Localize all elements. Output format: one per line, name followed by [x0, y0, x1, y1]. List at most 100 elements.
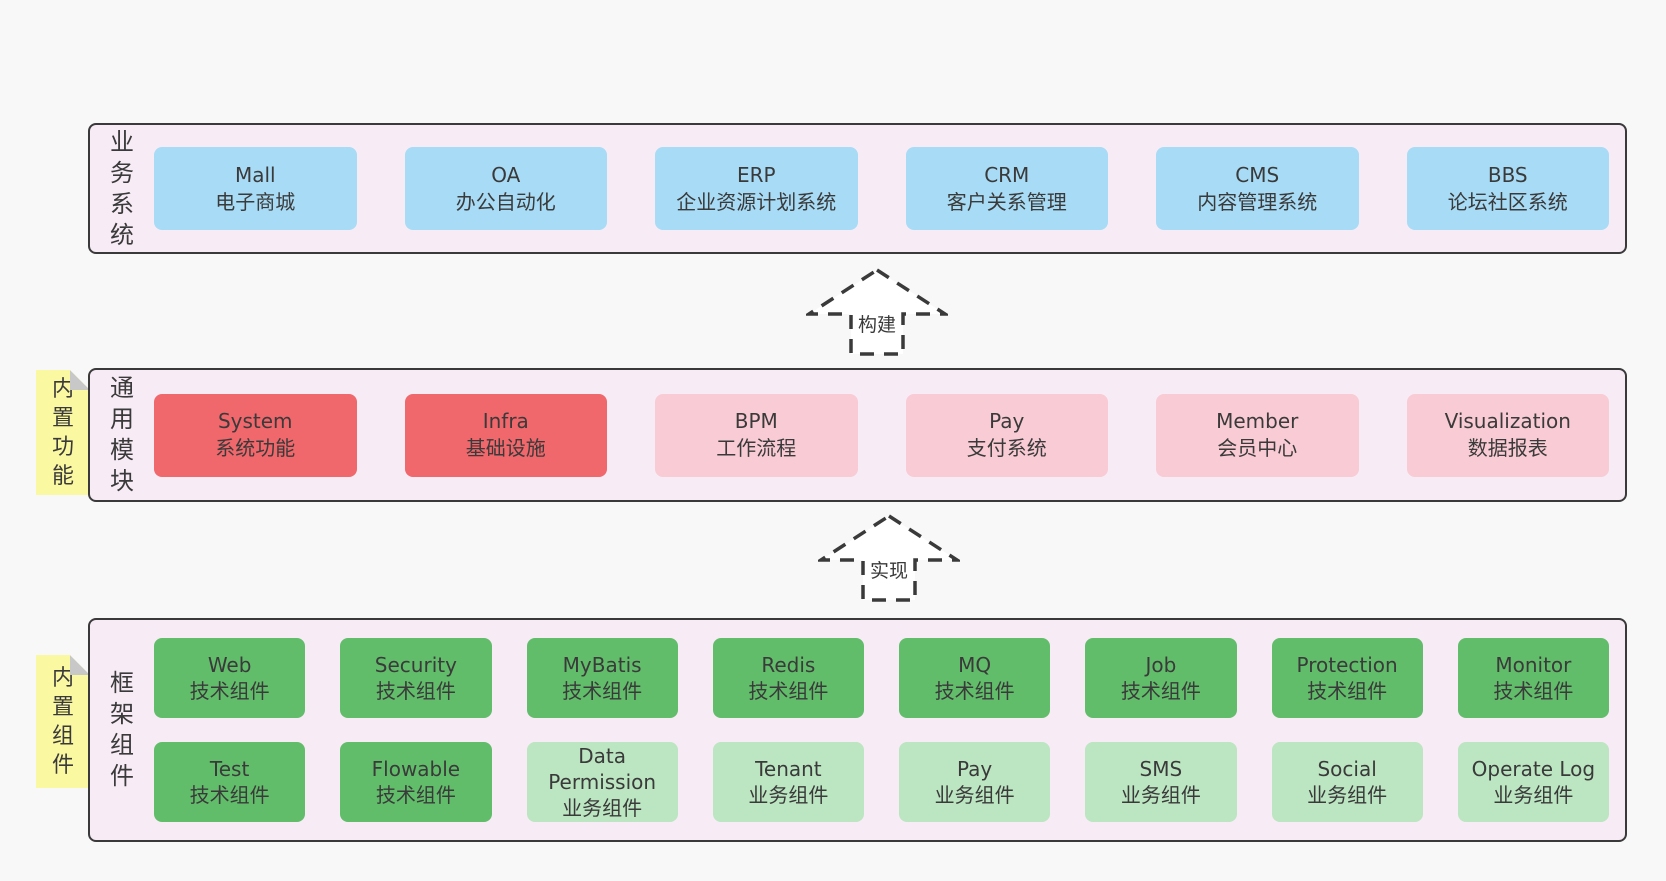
box-pay-component: Pay 业务组件	[899, 742, 1051, 822]
box-monitor: Monitor 技术组件	[1457, 638, 1609, 718]
box-data-permission: Data Permission 业务组件	[526, 742, 678, 822]
box-subtitle: 业务组件	[748, 783, 829, 807]
box-subtitle: 技术组件	[375, 783, 456, 807]
box-title: SMS	[1139, 757, 1183, 781]
panel-side-label: 业务系统	[110, 127, 134, 249]
box-subtitle: 技术组件	[375, 679, 456, 703]
box-title: Member	[1216, 409, 1299, 433]
box-tenant: Tenant 业务组件	[712, 742, 864, 822]
box-cms: CMS 内容管理系统	[1156, 147, 1359, 230]
arrow-label: 实现	[866, 556, 912, 583]
sticky-note-built-in-features: 内置功能	[36, 370, 90, 495]
box-subtitle: 论坛社区系统	[1447, 189, 1568, 214]
box-subtitle: 技术组件	[562, 679, 643, 703]
box-title: ERP	[736, 162, 776, 187]
box-oa: OA 办公自动化	[404, 147, 607, 230]
components-row-1: Web 技术组件 Security 技术组件 MyBatis 技术组件 Redi…	[154, 638, 1609, 718]
box-social: Social 业务组件	[1271, 742, 1423, 822]
box-title: Mall	[234, 162, 276, 187]
sticky-note-label: 内置组件	[51, 665, 74, 778]
box-title: Data Permission	[548, 744, 657, 794]
box-subtitle: 业务组件	[934, 783, 1015, 807]
box-protection: Protection 技术组件	[1271, 638, 1423, 718]
box-flowable: Flowable 技术组件	[340, 742, 492, 822]
box-title: Social	[1317, 757, 1377, 781]
components-row-2: Test 技术组件 Flowable 技术组件 Data Permission …	[154, 742, 1609, 822]
sticky-note-label: 内置功能	[51, 376, 74, 489]
box-title: OA	[491, 162, 521, 187]
panel-side-label: 框架组件	[110, 669, 134, 790]
box-title: MQ	[958, 653, 992, 677]
box-subtitle: 办公自动化	[455, 189, 556, 214]
box-visualization: Visualization 数据报表	[1406, 393, 1609, 477]
box-title: Flowable	[371, 757, 461, 781]
box-subtitle: 业务组件	[562, 796, 643, 820]
box-sms: SMS 业务组件	[1085, 742, 1237, 822]
box-subtitle: 工作流程	[716, 436, 797, 460]
arrow-label: 构建	[854, 310, 900, 337]
box-mybatis: MyBatis 技术组件	[526, 638, 678, 718]
box-subtitle: 电子商城	[215, 189, 296, 214]
box-subtitle: 内容管理系统	[1197, 189, 1318, 214]
box-title: Pay	[956, 757, 993, 781]
box-title: Operate Log	[1471, 757, 1596, 781]
box-title: Web	[207, 653, 252, 677]
box-infra: Infra 基础设施	[404, 393, 607, 477]
box-operate-log: Operate Log 业务组件	[1457, 742, 1609, 822]
box-subtitle: 技术组件	[189, 679, 270, 703]
box-title: Pay	[989, 409, 1025, 433]
box-web: Web 技术组件	[154, 638, 306, 718]
box-subtitle: 技术组件	[1493, 679, 1574, 703]
box-redis: Redis 技术组件	[712, 638, 864, 718]
box-mall: Mall 电子商城	[154, 147, 357, 230]
box-job: Job 技术组件	[1085, 638, 1237, 718]
box-subtitle: 数据报表	[1467, 436, 1548, 460]
box-title: Monitor	[1495, 653, 1572, 677]
box-security: Security 技术组件	[340, 638, 492, 718]
dashed-up-arrow-implement: 实现	[818, 512, 960, 604]
box-title: Test	[209, 757, 250, 781]
box-subtitle: 技术组件	[189, 783, 270, 807]
box-mq: MQ 技术组件	[899, 638, 1051, 718]
box-subtitle: 系统功能	[215, 436, 296, 460]
box-title: Redis	[761, 653, 816, 677]
box-title: Job	[1145, 653, 1177, 677]
box-system: System 系统功能	[154, 393, 357, 477]
box-erp: ERP 企业资源计划系统	[655, 147, 858, 230]
box-title: Visualization	[1444, 409, 1571, 433]
box-subtitle: 客户关系管理	[946, 189, 1067, 214]
box-title: Tenant	[755, 757, 822, 781]
box-title: Protection	[1296, 653, 1398, 677]
panel-side-label: 通用模块	[110, 374, 134, 495]
box-subtitle: 业务组件	[1307, 783, 1388, 807]
box-subtitle: 业务组件	[1120, 783, 1201, 807]
box-title: CMS	[1235, 162, 1280, 187]
panel-framework-components: 框架组件 Web 技术组件 Security 技术组件 MyBatis 技术组件…	[88, 618, 1627, 842]
box-test: Test 技术组件	[154, 742, 306, 822]
box-title: BBS	[1487, 162, 1528, 187]
box-title: Security	[374, 653, 457, 677]
sticky-note-built-in-components: 内置组件	[36, 655, 90, 788]
panel-business-systems: 业务系统 Mall 电子商城 OA 办公自动化 ERP 企业资源计划系统 CRM…	[88, 123, 1627, 254]
box-subtitle: 业务组件	[1493, 783, 1574, 807]
box-bbs: BBS 论坛社区系统	[1406, 147, 1609, 230]
box-subtitle: 企业资源计划系统	[676, 189, 837, 214]
box-crm: CRM 客户关系管理	[905, 147, 1108, 230]
modules-box-row: System 系统功能 Infra 基础设施 BPM 工作流程 Pay 支付系统…	[154, 393, 1609, 477]
panel-common-modules: 通用模块 System 系统功能 Infra 基础设施 BPM 工作流程 Pay…	[88, 368, 1627, 502]
components-grid: Web 技术组件 Security 技术组件 MyBatis 技术组件 Redi…	[154, 638, 1609, 822]
box-subtitle: 基础设施	[465, 436, 546, 460]
box-subtitle: 技术组件	[1307, 679, 1388, 703]
box-title: System	[217, 409, 293, 433]
box-title: MyBatis	[562, 653, 642, 677]
box-subtitle: 会员中心	[1217, 436, 1298, 460]
box-member: Member 会员中心	[1156, 393, 1359, 477]
box-title: CRM	[984, 162, 1030, 187]
box-bpm: BPM 工作流程	[655, 393, 858, 477]
box-subtitle: 支付系统	[966, 436, 1047, 460]
box-pay-module: Pay 支付系统	[905, 393, 1108, 477]
box-subtitle: 技术组件	[748, 679, 829, 703]
business-box-row: Mall 电子商城 OA 办公自动化 ERP 企业资源计划系统 CRM 客户关系…	[154, 147, 1609, 230]
box-title: BPM	[734, 409, 778, 433]
